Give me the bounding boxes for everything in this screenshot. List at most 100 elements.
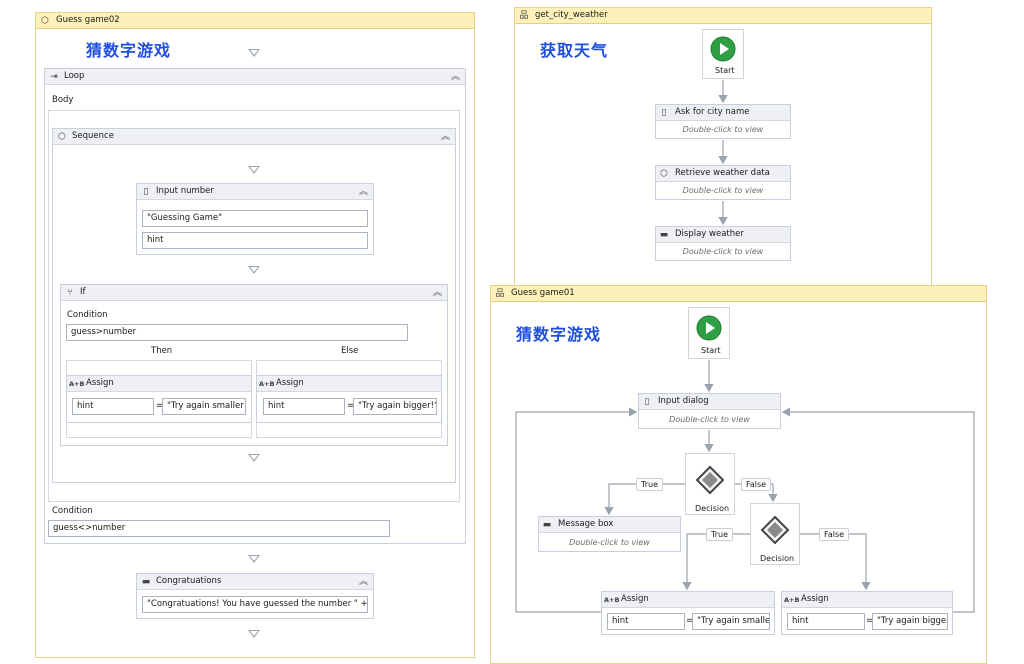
if-titlebar[interactable]: ⑂ If ︽: [61, 285, 447, 301]
input-dialog-node[interactable]: ▯ Input dialog Double-click to view: [638, 393, 781, 429]
weather-node-display[interactable]: ▬ Display weather Double-click to view: [655, 226, 791, 261]
sequence-icon: ⬡: [58, 132, 66, 142]
flowchart-icon: 品: [519, 11, 529, 21]
node-title: Retrieve weather data: [675, 168, 770, 178]
guess-game02-titlebar[interactable]: ⬡ Guess game02: [36, 13, 474, 29]
node-title: Input dialog: [658, 396, 709, 406]
drop-target-arrow[interactable]: [248, 454, 260, 462]
assign-left-to-field[interactable]: hint: [607, 613, 685, 630]
if-condition-label: Condition: [67, 310, 108, 320]
collapse-chevron-icon[interactable]: ︽: [432, 288, 442, 298]
equals-sign: =: [686, 616, 694, 626]
sequence-icon: ⬡: [41, 16, 49, 26]
else-assign-titlebar[interactable]: A+B Assign: [257, 376, 441, 392]
sequence-title: Sequence: [72, 131, 114, 141]
loop-body-label: Body: [52, 95, 74, 105]
equals-sign: =: [347, 401, 355, 411]
then-assign-value-field[interactable]: "Try again smaller!": [162, 398, 246, 415]
else-assign-value-field[interactable]: "Try again bigger!": [353, 398, 437, 415]
drop-target-arrow[interactable]: [248, 49, 260, 57]
weather-node-ask-city[interactable]: ▯ Ask for city name Double-click to view: [655, 104, 791, 139]
drop-target-arrow[interactable]: [248, 266, 260, 274]
double-click-hint: Double-click to view: [569, 538, 650, 547]
weather-heading: 获取天气: [540, 41, 609, 60]
collapse-chevron-icon[interactable]: ︽: [450, 72, 460, 82]
decision2-false-label: False: [819, 528, 850, 541]
equals-sign: =: [156, 401, 164, 411]
double-click-hint: Double-click to view: [669, 415, 750, 424]
assign-icon: A+B: [784, 596, 800, 604]
loop-titlebar[interactable]: ⇥ Loop ︽: [45, 69, 465, 85]
node-title: Message box: [558, 519, 614, 529]
message-icon: ▬: [659, 230, 669, 240]
assign-right-to-field[interactable]: hint: [787, 613, 865, 630]
decision-diamond-icon: [695, 465, 725, 495]
message-icon: ▬: [141, 577, 151, 587]
decision-diamond-icon: [760, 515, 790, 545]
then-label: Then: [151, 346, 173, 356]
node-titlebar: ▬ Display weather: [656, 227, 790, 243]
congratulations-message-field[interactable]: "Congratuations! You have guessed the nu…: [142, 596, 368, 613]
assign-title: Assign: [276, 378, 304, 388]
decision2-true-label: True: [706, 528, 733, 541]
if-title: If: [80, 287, 86, 297]
sequence-icon: ⬡: [660, 169, 668, 179]
node-titlebar: ▯ Input dialog: [639, 394, 780, 410]
get-city-weather-titlebar[interactable]: 品 get_city_weather: [515, 8, 931, 24]
node-titlebar: ⬡ Retrieve weather data: [656, 166, 790, 182]
assign-left-value-field[interactable]: "Try again smaller!": [692, 613, 770, 630]
assign-icon: A+B: [259, 380, 275, 388]
input-variable-field[interactable]: hint: [142, 232, 368, 249]
congratulations-title: Congratuations: [156, 576, 222, 586]
sequence-titlebar[interactable]: ⬡ Sequence ︽: [53, 129, 455, 145]
node-titlebar: A+B Assign: [782, 592, 952, 608]
then-assign-to-field[interactable]: hint: [72, 398, 154, 415]
loop-title: Loop: [64, 71, 85, 81]
assign-icon: A+B: [604, 596, 620, 604]
loop-condition-field[interactable]: guess<>number: [48, 520, 390, 537]
guess-game01-titlebar[interactable]: 品 Guess game01: [491, 286, 986, 302]
weather-start-node[interactable]: Start: [702, 29, 744, 79]
node-title: Display weather: [675, 229, 744, 239]
input-number-title: Input number: [156, 186, 214, 196]
collapse-chevron-icon[interactable]: ︽: [440, 132, 450, 142]
if-branch-icon: ⑂: [67, 288, 73, 298]
document-icon: ▯: [661, 108, 667, 118]
congratulations-titlebar[interactable]: ▬ Congratuations ︽: [137, 574, 373, 590]
double-click-hint: Double-click to view: [682, 125, 764, 134]
game01-heading: 猜数字游戏: [516, 325, 602, 344]
node-title: Assign: [621, 594, 649, 604]
decision-node-2[interactable]: Decision: [750, 503, 800, 565]
game02-heading: 猜数字游戏: [86, 41, 172, 60]
assign-right-value-field[interactable]: "Try again bigger!": [872, 613, 948, 630]
input-title-field[interactable]: "Guessing Game": [142, 210, 368, 227]
drop-target-arrow[interactable]: [248, 630, 260, 638]
document-icon: ▯: [644, 397, 650, 407]
else-label: Else: [341, 346, 359, 356]
double-click-hint: Double-click to view: [682, 247, 764, 256]
flowchart-icon: 品: [495, 289, 505, 299]
start-icon: [710, 36, 736, 62]
message-box-node[interactable]: ▬ Message box Double-click to view: [538, 516, 681, 552]
collapse-chevron-icon[interactable]: ︽: [358, 187, 368, 197]
weather-node-retrieve-data[interactable]: ⬡ Retrieve weather data Double-click to …: [655, 165, 791, 200]
drop-target-arrow[interactable]: [248, 166, 260, 174]
decision1-true-label: True: [636, 478, 663, 491]
drop-target-arrow[interactable]: [248, 555, 260, 563]
loop-condition-label: Condition: [52, 506, 93, 516]
input-number-titlebar[interactable]: ▯ Input number ︽: [137, 184, 373, 200]
assign-title: Assign: [86, 378, 114, 388]
node-title: Assign: [801, 594, 829, 604]
start-label: Start: [701, 346, 721, 355]
if-condition-field[interactable]: guess>number: [66, 324, 408, 341]
decision-node-1[interactable]: Decision: [685, 453, 735, 515]
message-icon: ▬: [542, 520, 552, 530]
start-icon: [696, 315, 722, 341]
else-assign-to-field[interactable]: hint: [263, 398, 345, 415]
panel-title: Guess game01: [511, 288, 575, 298]
loop-icon: ⇥: [50, 72, 58, 82]
game01-start-node[interactable]: Start: [688, 307, 730, 359]
collapse-chevron-icon[interactable]: ︽: [358, 577, 368, 587]
then-assign-titlebar[interactable]: A+B Assign: [67, 376, 251, 392]
decision-label: Decision: [760, 554, 795, 563]
